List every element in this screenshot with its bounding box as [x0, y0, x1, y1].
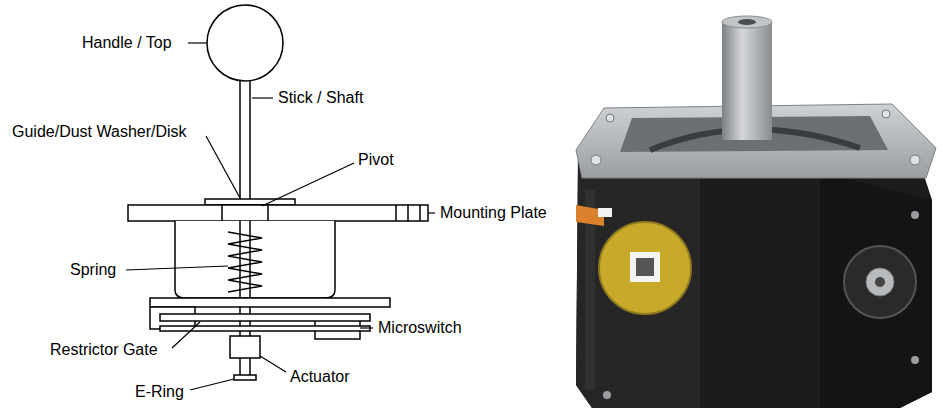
- pivot-block: [222, 205, 268, 221]
- base-body: [576, 148, 932, 408]
- part-label: Restrictor Gate: [50, 340, 158, 360]
- part-label: Mounting Plate: [440, 203, 547, 223]
- leader-line: [126, 266, 228, 270]
- part-label: Actuator: [290, 367, 350, 387]
- part-label: Spring: [70, 260, 116, 280]
- leader-line: [360, 327, 373, 328]
- left-face: [576, 170, 700, 408]
- e-ring: [234, 375, 256, 380]
- qr-label: [630, 252, 660, 282]
- leader-line: [190, 379, 234, 390]
- part-label: Microswitch: [378, 318, 462, 338]
- qr-code: [636, 258, 654, 276]
- side-axle: [875, 277, 885, 287]
- mounting-plate: [128, 205, 428, 221]
- right-face: [820, 172, 932, 408]
- leader-line: [206, 136, 240, 198]
- part-label: Handle / Top: [82, 33, 172, 53]
- shaft-line: [239, 81, 241, 199]
- sensor-disc: [599, 222, 691, 314]
- part-label: Guide/Dust Washer/Disk: [12, 122, 187, 142]
- leader-line: [172, 322, 200, 348]
- plate-hole: [407, 205, 409, 221]
- cable-label: [598, 208, 612, 217]
- spring-coil: [228, 232, 262, 292]
- shaft-bore: [738, 19, 756, 25]
- screw: [882, 110, 890, 118]
- part-label: Stick / Shaft: [278, 88, 363, 108]
- plate-hole: [395, 205, 397, 221]
- side-sensor: [844, 246, 916, 318]
- screw: [591, 155, 601, 165]
- leader-line: [428, 212, 435, 213]
- leader-line: [188, 42, 207, 43]
- restrictor-gate: [160, 314, 370, 321]
- leader-line: [252, 97, 273, 98]
- dust-washer: [205, 199, 295, 205]
- actuator-block: [230, 336, 260, 358]
- part-label: E-Ring: [135, 382, 184, 402]
- base-plate: [150, 298, 390, 307]
- housing: [175, 221, 335, 298]
- screw: [603, 391, 611, 399]
- screw: [910, 155, 920, 165]
- leader-lines: [126, 43, 435, 390]
- part-label: Pivot: [358, 150, 394, 170]
- shaft-cylinder: [722, 22, 772, 140]
- handle-circle: [207, 5, 283, 81]
- side-bearing: [866, 268, 894, 296]
- shaft-line: [249, 81, 251, 199]
- screw: [911, 211, 919, 219]
- screw: [911, 356, 919, 364]
- screw: [606, 114, 614, 122]
- joystick-photo: [576, 16, 936, 408]
- leader-line: [260, 356, 286, 372]
- shaft-top: [722, 16, 772, 28]
- leader-line: [262, 163, 354, 206]
- plate-hole: [419, 205, 421, 221]
